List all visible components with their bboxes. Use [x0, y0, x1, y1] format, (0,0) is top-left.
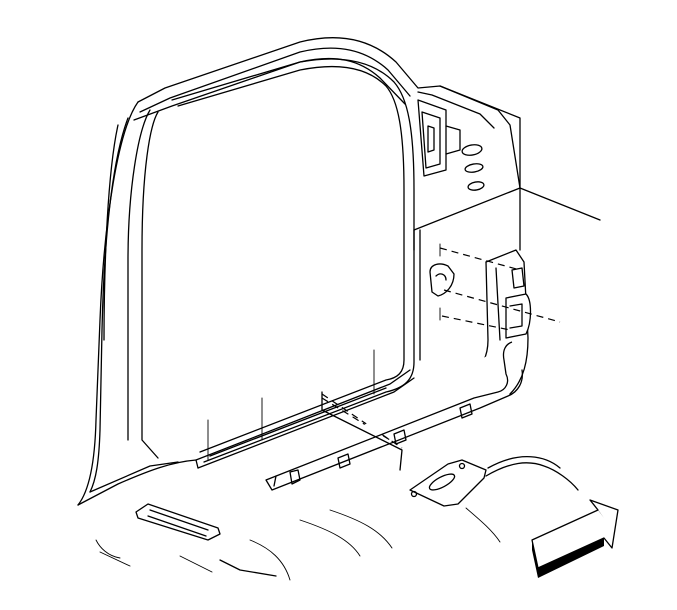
view-direction-arrow-icon — [531, 499, 619, 578]
door-opening-inner — [127, 58, 415, 463]
floor-strip — [135, 503, 221, 541]
rocker-sill — [195, 349, 415, 469]
upper-pillar-bracket — [417, 99, 485, 191]
hinge-pillar — [77, 101, 199, 506]
sill-plate — [265, 341, 524, 491]
floor-pan — [95, 456, 579, 581]
pillar-clips — [429, 243, 532, 339]
door-frame-outer — [133, 37, 521, 189]
